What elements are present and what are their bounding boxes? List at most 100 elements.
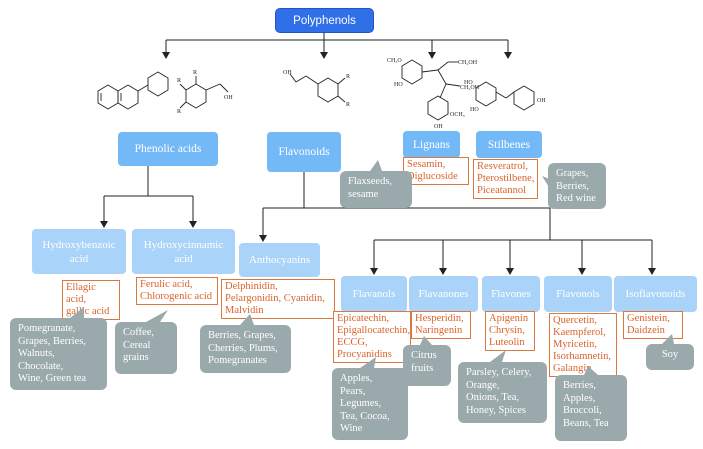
- compound-line: Delphinidin,: [225, 281, 278, 292]
- lignan-structure: [401, 59, 461, 121]
- compound-line: Ellagic acid,: [66, 282, 96, 305]
- source-line: sesame: [348, 188, 379, 200]
- compound-line: Ferulic acid,: [140, 279, 193, 290]
- r-label-2: R: [193, 70, 197, 76]
- compound-line: Isorhamnetin,: [553, 351, 612, 362]
- oh-label-2: OH: [283, 70, 292, 76]
- compound-line: Galangin: [553, 363, 592, 374]
- compound-line: Chrysin,: [489, 325, 525, 336]
- ch2oh-label-1: CH₂OH: [458, 60, 478, 66]
- r-label-3: R: [177, 109, 181, 115]
- hydroxycinnamic-acid-node: Hydroxycinnamic acid: [132, 229, 235, 274]
- source-line: Wine: [340, 423, 363, 434]
- source-line: Orange,: [466, 379, 500, 391]
- phenolic-acids-node: Phenolic acids: [118, 132, 218, 166]
- flavones-compounds: Apigenin Chrysin, Luteolin: [485, 311, 535, 351]
- compound-line: Piceatannol: [477, 185, 526, 196]
- compound-line: Hesperidin,: [415, 313, 464, 324]
- ho-label-2: HO: [464, 80, 473, 86]
- source-line: Apples,: [563, 392, 596, 404]
- benzoic-acid-structure: [179, 76, 229, 109]
- compound-line: Pelargonidin, Cyanidin,: [225, 293, 325, 304]
- och3-label: OCH₃: [450, 112, 465, 118]
- source-line: Grapes, Berries,: [18, 335, 86, 347]
- source-line: Coffee,: [123, 327, 155, 338]
- flavylium-structure: [97, 71, 169, 110]
- hydroxycinnamic-compounds: Ferulic acid, Chlorogenic acid: [136, 277, 218, 305]
- source-line: Broccoli,: [563, 405, 602, 416]
- compound-line: Kaempferol,: [553, 327, 606, 338]
- flavonols-compounds: Quercetin, Kaempferol, Myricetin, Isorha…: [549, 313, 617, 377]
- hydroxycinnamic-sources: Coffee, Cereal grains: [115, 322, 177, 374]
- source-line: Parsley, Celery,: [466, 367, 532, 378]
- anthocyanins-compounds: Delphinidin, Pelargonidin, Cyanidin, Mal…: [221, 279, 335, 319]
- stilbenes-compounds: Resveratrol, Pterostilbene, Piceatannol: [473, 159, 538, 199]
- source-line: Pomegranate,: [18, 323, 76, 334]
- source-line: Walnuts,: [18, 348, 55, 359]
- compound-line: Resveratrol,: [477, 161, 529, 172]
- hydroxybenzoic-sources: Pomegranate, Grapes, Berries, Walnuts, C…: [10, 318, 107, 390]
- compound-line: Epigallocatechin,: [337, 325, 411, 336]
- source-line: Pears,: [340, 385, 366, 397]
- source-line: Beans, Tea: [563, 417, 609, 429]
- compound-line: gallic acid: [66, 306, 110, 317]
- compound-line: Chlorogenic acid: [140, 291, 213, 302]
- lignans-sources: Flaxseeds, sesame: [340, 171, 412, 208]
- source-line: Honey, Spices: [466, 404, 526, 416]
- source-line: Pomegranates: [208, 355, 267, 366]
- source-line: fruits: [411, 362, 434, 374]
- oh-label-1: OH: [224, 95, 233, 101]
- lignans-compounds: Sesamin, Diglucoside: [403, 157, 469, 185]
- r-label-5: R: [346, 102, 350, 108]
- compound-line: Sesamin,: [407, 159, 446, 170]
- flavanols-sources: Apples, Pears, Legumes, Tea, Cocoa, Wine: [332, 368, 408, 440]
- flavanones-sources: Citrus fruits: [403, 345, 451, 386]
- source-line: Apples,: [340, 373, 373, 384]
- source-line: Berries,: [556, 180, 589, 192]
- oh-label-3: OH: [434, 124, 443, 130]
- flavones-sources: Parsley, Celery, Orange, Onions, Tea, Ho…: [458, 362, 547, 423]
- polyphenols-node: Polyphenols: [275, 8, 374, 33]
- source-line: Onions, Tea,: [466, 392, 520, 403]
- flavanols-node: Flavanols: [341, 276, 407, 312]
- source-line: grains: [123, 352, 149, 363]
- oh-label-4: OH: [537, 98, 546, 104]
- isoflavonoids-sources: Soy: [646, 344, 694, 370]
- compound-line: Naringenin: [415, 325, 463, 336]
- ho-label-3: HO: [470, 107, 479, 113]
- anthocyanins-node: Anthocyanins: [239, 243, 320, 277]
- flavonoids-node: Flavonoids: [267, 132, 341, 172]
- flavanones-compounds: Hesperidin, Naringenin: [411, 311, 471, 339]
- compound-line: Myricetin,: [553, 339, 598, 350]
- source-line: Grapes,: [556, 168, 589, 179]
- ch2oh-label-2: CH₂OH: [460, 85, 480, 91]
- compound-line: Pterostilbene,: [477, 173, 535, 184]
- flavanones-node: Flavanones: [409, 276, 478, 312]
- compound-line: Procyanidins: [337, 349, 392, 360]
- source-line: Tea, Cocoa,: [340, 410, 390, 422]
- compound-line: Epicatechin,: [337, 313, 390, 324]
- anthocyanins-sources: Berries, Grapes, Cherries, Plums, Pomegr…: [200, 325, 291, 373]
- lignans-node: Lignans: [403, 131, 460, 158]
- source-line: Flaxseeds,: [348, 176, 393, 187]
- source-line: Wine, Green tea: [18, 373, 87, 384]
- source-line: Berries, Grapes,: [208, 330, 276, 341]
- compound-line: Genistein,: [627, 313, 670, 324]
- flavonols-node: Flavonols: [544, 276, 612, 312]
- compound-line: Malvidin: [225, 305, 264, 316]
- cinnamic-acid-structure: [289, 73, 346, 103]
- source-line: Red wine: [556, 193, 596, 204]
- source-line: Legumes,: [340, 398, 382, 409]
- isoflavonoids-node: Isoflavonoids: [614, 276, 697, 312]
- flavones-node: Flavones: [482, 276, 540, 312]
- r-label-4: R: [346, 74, 350, 80]
- stilbenes-node: Stilbenes: [476, 131, 542, 158]
- source-line: Citrus: [411, 350, 437, 361]
- source-line: Soy: [661, 349, 679, 360]
- source-line: Berries,: [563, 380, 596, 391]
- stilbene-structure: [475, 81, 535, 111]
- compound-line: Diglucoside: [407, 171, 458, 182]
